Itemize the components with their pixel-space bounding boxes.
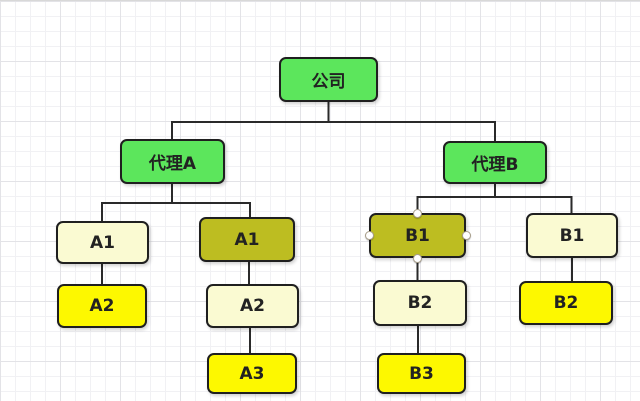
node-b3[interactable]: B3 (377, 353, 466, 394)
node-agent-b[interactable]: 代理B (443, 141, 547, 184)
node-a2-left[interactable]: A2 (57, 284, 147, 328)
selection-handle-left[interactable] (364, 231, 374, 240)
node-a2-middle[interactable]: A2 (206, 284, 299, 328)
node-a2-middle-label: A2 (240, 296, 265, 316)
selection-handle-right[interactable] (461, 231, 471, 240)
connector-agent-b-split (416, 196, 573, 213)
node-agent-a-label: 代理A (148, 154, 197, 174)
node-b2-middle[interactable]: B2 (373, 280, 467, 326)
node-a3-label: A3 (239, 363, 265, 384)
node-b1-left[interactable]: B1 (369, 213, 466, 258)
node-a3[interactable]: A3 (207, 353, 297, 394)
node-b2-right-label: B2 (553, 293, 579, 313)
node-b2-right[interactable]: B2 (519, 281, 613, 325)
connector-company-split (171, 121, 496, 141)
node-a1-right-label: A1 (234, 229, 260, 250)
selection-handle-top[interactable] (413, 208, 422, 218)
node-b3-label: B3 (409, 363, 434, 384)
node-a2-left-label: A2 (89, 296, 115, 316)
node-company[interactable]: 公司 (279, 57, 378, 102)
node-b1-right[interactable]: B1 (526, 213, 618, 258)
node-a1-left-label: A1 (90, 232, 115, 253)
node-agent-b-label: 代理B (471, 155, 519, 175)
connector-agent-a-split (101, 202, 251, 221)
node-a1-right[interactable]: A1 (199, 217, 295, 262)
node-b1-right-label: B1 (559, 225, 585, 246)
node-agent-a[interactable]: 代理A (120, 139, 225, 184)
node-a1-left[interactable]: A1 (56, 221, 149, 264)
node-b2-middle-label: B2 (407, 293, 433, 313)
node-company-label: 公司 (311, 72, 346, 92)
selection-handle-bottom[interactable] (413, 253, 422, 263)
node-b1-left-label: B1 (405, 225, 430, 246)
